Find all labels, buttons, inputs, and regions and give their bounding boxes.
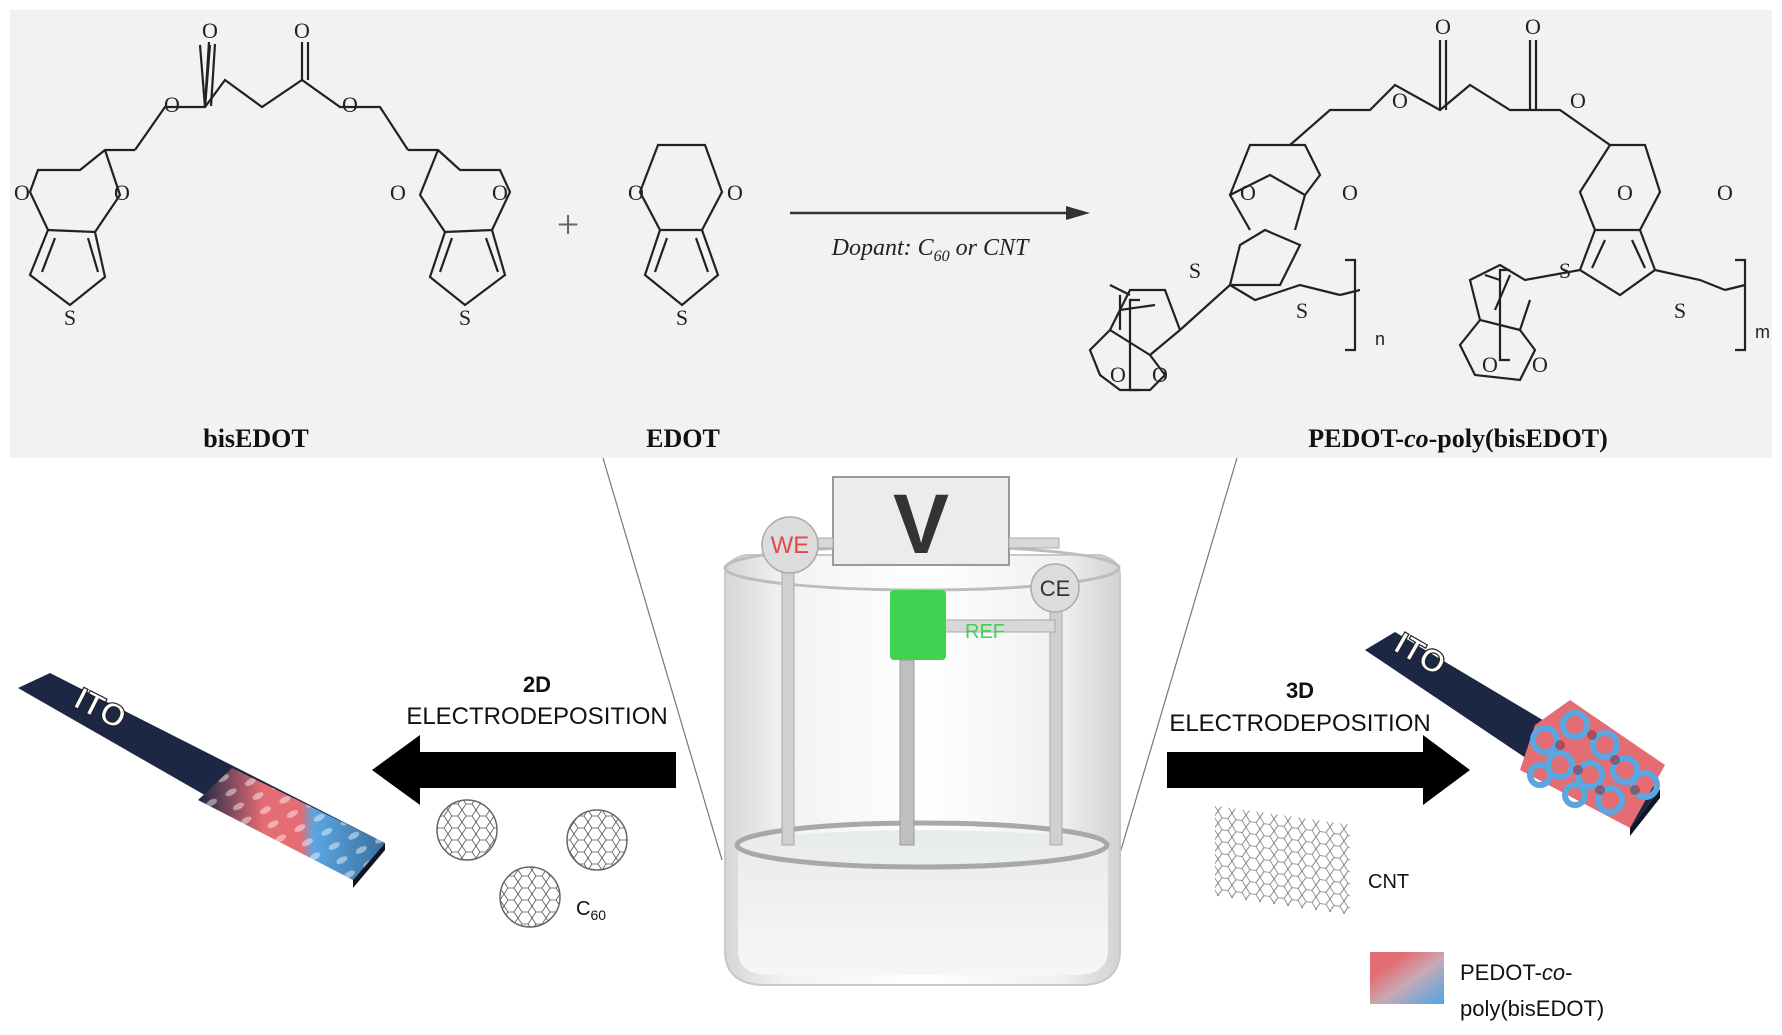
c60-label-subscript: 60 xyxy=(590,907,606,923)
atom-label: O xyxy=(390,180,406,205)
we-terminal xyxy=(761,516,819,574)
voltmeter-box xyxy=(832,476,1010,566)
atom-label: O xyxy=(727,180,743,205)
atom-label: O xyxy=(1435,14,1451,39)
atom-label: O xyxy=(1717,180,1733,205)
legend-italic: co xyxy=(1542,960,1565,985)
ce-wire xyxy=(1008,537,1060,549)
bisedot-label: bisEDOT xyxy=(203,424,309,453)
legend-label-line2: poly(bisEDOT) xyxy=(1460,996,1604,1021)
product-atom-labels: O O O O O O O O O O O O S S S S xyxy=(1110,14,1733,387)
film-3d-pores xyxy=(1555,730,1640,795)
c60-icon xyxy=(499,866,561,928)
atom-label: O xyxy=(628,180,644,205)
c60-icon xyxy=(566,809,628,871)
film-3d-network xyxy=(1527,710,1660,815)
product-label-suffix: -poly(bisEDOT) xyxy=(1429,424,1608,453)
edot-atom-labels: O O S xyxy=(628,180,743,330)
ito-slide-3d-edge xyxy=(1630,790,1660,836)
atom-label: O xyxy=(294,18,310,43)
film-2d-texture xyxy=(198,768,385,880)
ito-slide-2d-edge xyxy=(353,843,385,888)
voltmeter-symbol: V xyxy=(893,477,949,571)
label-3d: 3D xyxy=(1286,678,1314,703)
atom-label: S xyxy=(676,305,688,330)
c60-icon xyxy=(436,799,498,861)
legend-suffix: - xyxy=(1565,960,1572,985)
atom-label: O xyxy=(1110,362,1126,387)
condition-subscript: 60 xyxy=(934,248,950,265)
ref-label: REF xyxy=(965,621,1005,643)
ce-rod xyxy=(1049,599,1063,846)
substrate-2d: ITO xyxy=(18,673,385,888)
label-2d-electrodeposition: ELECTRODEPOSITION xyxy=(406,703,667,730)
product-label-italic: co xyxy=(1404,424,1429,453)
atom-label: O xyxy=(492,180,508,205)
electrochemical-cell: V WE CE REF xyxy=(723,476,1121,986)
product-structure xyxy=(1088,40,1747,392)
electrolyte-surface xyxy=(734,820,1110,870)
atom-label: O xyxy=(164,92,180,117)
ref-rod xyxy=(899,659,915,846)
c60-molecules xyxy=(436,799,628,928)
repeat-n: n xyxy=(1375,329,1385,349)
atom-label: S xyxy=(1559,258,1571,283)
atom-label: O xyxy=(1342,180,1358,205)
atom-label: O xyxy=(202,18,218,43)
repeat-m: m xyxy=(1755,322,1770,342)
cnt-icon xyxy=(1215,805,1350,915)
atom-label: S xyxy=(1296,298,1308,323)
atom-label: S xyxy=(1674,298,1686,323)
zoom-line-left xyxy=(602,457,723,861)
c60-label: C60 xyxy=(576,898,606,923)
electrolyte xyxy=(738,830,1108,975)
arrow-2d xyxy=(372,735,676,805)
atom-label: O xyxy=(1152,362,1168,387)
atom-label: O xyxy=(1240,180,1256,205)
substrate-3d: ITO xyxy=(1365,624,1665,836)
atom-label: O xyxy=(1525,14,1541,39)
atom-label: S xyxy=(459,305,471,330)
reaction-panel xyxy=(10,10,1772,458)
legend-swatch xyxy=(1370,952,1444,1004)
atom-label: O xyxy=(114,180,130,205)
ce-label: CE xyxy=(1040,576,1071,601)
condition-prefix: Dopant: C xyxy=(831,235,935,261)
atom-label: O xyxy=(14,180,30,205)
edot-label: EDOT xyxy=(646,424,720,453)
ref-cap xyxy=(890,590,946,660)
edot-structure xyxy=(638,143,724,307)
c60-label-prefix: C xyxy=(576,898,590,920)
cnt-label: CNT xyxy=(1368,871,1409,893)
cnt-molecule xyxy=(1215,805,1350,915)
legend-prefix: PEDOT- xyxy=(1460,960,1542,985)
condition-suffix: or CNT xyxy=(950,235,1030,261)
label-3d-electrodeposition: ELECTRODEPOSITION xyxy=(1169,710,1430,737)
reaction-condition: Dopant: C60 or CNT xyxy=(831,235,1030,265)
atom-label: O xyxy=(1570,88,1586,113)
zoom-line-right xyxy=(1117,457,1238,861)
we-label: WE xyxy=(771,532,810,559)
we-rod xyxy=(781,569,795,846)
atom-label: S xyxy=(64,305,76,330)
atom-label: S xyxy=(1189,258,1201,283)
bisedot-atom-labels: O O O O O O O O S S xyxy=(14,18,508,330)
product-label: PEDOT-co-poly(bisEDOT) xyxy=(1308,424,1608,453)
atom-label: O xyxy=(1392,88,1408,113)
atom-label: O xyxy=(1532,352,1548,377)
product-label-prefix: PEDOT- xyxy=(1308,424,1404,453)
atom-label: O xyxy=(1482,352,1498,377)
atom-label: O xyxy=(1617,180,1633,205)
ce-terminal xyxy=(1030,563,1080,613)
atom-label: O xyxy=(342,92,358,117)
label-2d: 2D xyxy=(523,672,551,697)
reaction-arrow xyxy=(790,206,1090,220)
legend-label-line1: PEDOT-co- xyxy=(1460,960,1572,985)
bisedot-structure xyxy=(28,41,512,307)
plus-sign: + xyxy=(557,202,580,247)
arrow-3d xyxy=(1167,735,1470,805)
